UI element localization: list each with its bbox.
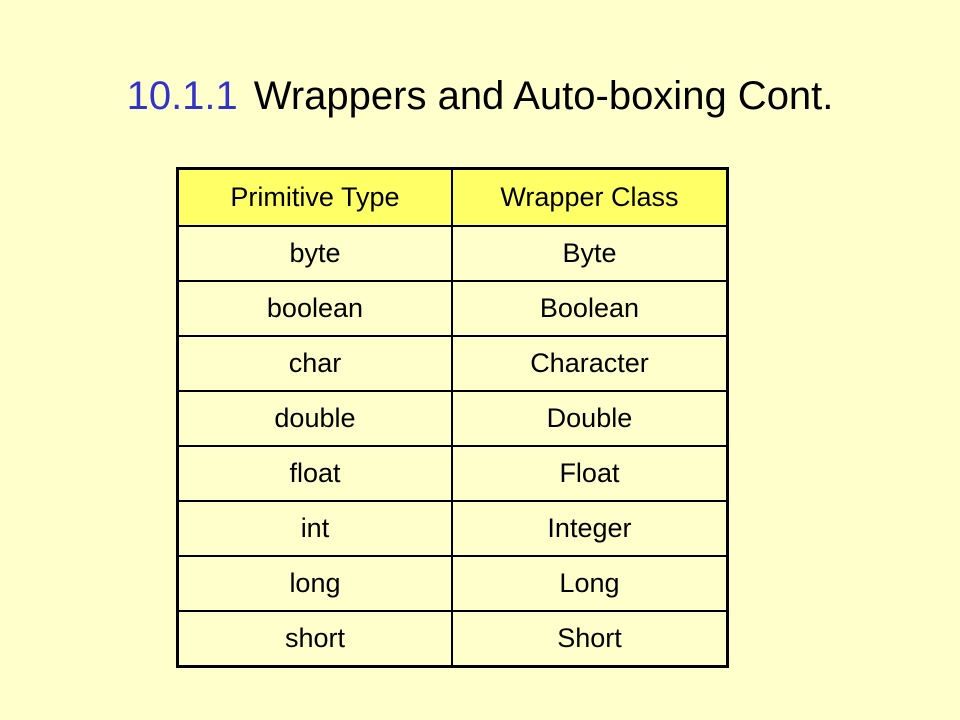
table-row: float Float <box>176 445 729 502</box>
header-primitive-type: Primitive Type <box>176 167 453 227</box>
wrapper-cell: Long <box>450 555 729 612</box>
wrapper-cell: Character <box>450 335 729 392</box>
primitive-cell: double <box>176 390 453 447</box>
wrapper-cell: Short <box>450 610 729 668</box>
wrapper-cell: Float <box>450 445 729 502</box>
primitive-cell: char <box>176 335 453 392</box>
wrapper-table: Primitive Type Wrapper Class byte Byte b… <box>176 167 729 668</box>
header-wrapper-class: Wrapper Class <box>450 167 729 227</box>
wrapper-cell: Boolean <box>450 280 729 337</box>
title-text: Wrappers and Auto-boxing Cont. <box>253 74 834 118</box>
slide-title: 10.1.1 Wrappers and Auto-boxing Cont. <box>0 66 960 126</box>
table-row: int Integer <box>176 500 729 557</box>
primitive-cell: short <box>176 610 453 668</box>
wrapper-cell: Byte <box>450 225 729 282</box>
wrapper-cell: Integer <box>450 500 729 557</box>
table-row: long Long <box>176 555 729 612</box>
table-row: double Double <box>176 390 729 447</box>
primitive-cell: byte <box>176 225 453 282</box>
title-number: 10.1.1 <box>126 74 238 118</box>
table-row: byte Byte <box>176 225 729 282</box>
table-header-row: Primitive Type Wrapper Class <box>176 167 729 227</box>
primitive-cell: int <box>176 500 453 557</box>
primitive-cell: long <box>176 555 453 612</box>
wrapper-cell: Double <box>450 390 729 447</box>
table-row: boolean Boolean <box>176 280 729 337</box>
table-row: short Short <box>176 610 729 668</box>
table-row: char Character <box>176 335 729 392</box>
primitive-cell: boolean <box>176 280 453 337</box>
primitive-cell: float <box>176 445 453 502</box>
